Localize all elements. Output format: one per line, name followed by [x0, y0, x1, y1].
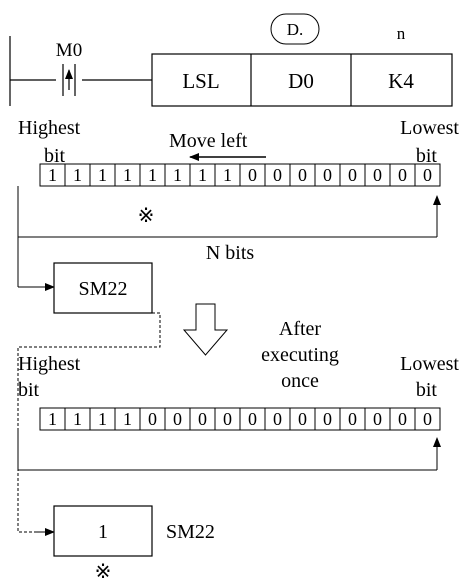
before-bit-3: 0 [348, 165, 357, 185]
before-bit-7: 0 [248, 165, 257, 185]
before-highest-bit: bit [44, 145, 66, 167]
after-highest-label: Highest [18, 353, 81, 375]
before-bit-5: 0 [298, 165, 307, 185]
before-bit-12: 1 [123, 165, 132, 185]
before-bit-14: 1 [73, 165, 82, 185]
after-bit-3: 0 [348, 409, 357, 429]
after-caption-line3: once [281, 370, 319, 392]
before-bit-1: 0 [398, 165, 407, 185]
contact-label: M0 [56, 40, 82, 61]
after-lowest-bit: bit [416, 379, 438, 401]
overflow-marker: ※ [138, 205, 155, 227]
sm22-box-label: SM22 [79, 278, 128, 300]
ladder-rung: M0 LSL D0 K4 D. n [9, 13, 453, 107]
after-bit-5: 0 [298, 409, 307, 429]
before-bit-15: 1 [48, 165, 57, 185]
sm22-after-label: SM22 [166, 521, 215, 543]
instruction-operand: D0 [288, 69, 314, 93]
after-bit-9: 0 [198, 409, 207, 429]
execute-down-arrow [182, 303, 229, 356]
before-bit-6: 0 [273, 165, 282, 185]
before-bit-13: 1 [98, 165, 107, 185]
after-bit-7: 0 [248, 409, 257, 429]
after-bit-13: 1 [98, 409, 107, 429]
instruction-mnemonic: LSL [182, 69, 219, 93]
after-bit-6: 0 [273, 409, 282, 429]
after-caption-line1: After [279, 318, 322, 340]
count-tag: n [397, 24, 406, 43]
after-section: After executing once Highest bit Lowest … [17, 318, 459, 583]
before-lowest-bit: bit [416, 145, 438, 167]
after-bit-11: 0 [148, 409, 157, 429]
before-bit-0: 0 [423, 165, 432, 185]
before-bit-9: 1 [198, 165, 207, 185]
operand-tag-bubble [270, 13, 320, 45]
n-bits-label: N bits [206, 242, 255, 264]
before-bit-10: 1 [173, 165, 182, 185]
after-bit-8: 0 [223, 409, 232, 429]
after-bit-12: 1 [123, 409, 132, 429]
sm22-box-after [53, 505, 153, 557]
m0-contact [56, 64, 82, 96]
move-left-label: Move left [169, 130, 248, 152]
before-lowest-label: Lowest [400, 117, 459, 139]
after-bit-0: 0 [423, 409, 432, 429]
instruction-count: K4 [388, 69, 414, 93]
after-bit-14: 1 [73, 409, 82, 429]
after-bit-1: 0 [398, 409, 407, 429]
after-highest-bit: bit [18, 379, 40, 401]
after-caption-line2: executing [261, 344, 339, 366]
before-highest-label: Highest [18, 117, 81, 139]
after-bit-10: 0 [173, 409, 182, 429]
sm22-box-before [53, 262, 153, 314]
after-bit-15: 1 [48, 409, 57, 429]
instruction-box: LSL D0 K4 [151, 53, 453, 107]
before-bit-8: 1 [223, 165, 232, 185]
after-bit-2: 0 [373, 409, 382, 429]
operand-tag: D. [287, 20, 304, 39]
before-bit-2: 0 [373, 165, 382, 185]
sm22-dashed-link [17, 312, 161, 533]
before-bit-4: 0 [323, 165, 332, 185]
sm22-value: 1 [98, 521, 108, 543]
after-bit-4: 0 [323, 409, 332, 429]
sm22-marker: ※ [95, 561, 112, 583]
before-bit-11: 1 [148, 165, 157, 185]
after-lowest-label: Lowest [400, 353, 459, 375]
